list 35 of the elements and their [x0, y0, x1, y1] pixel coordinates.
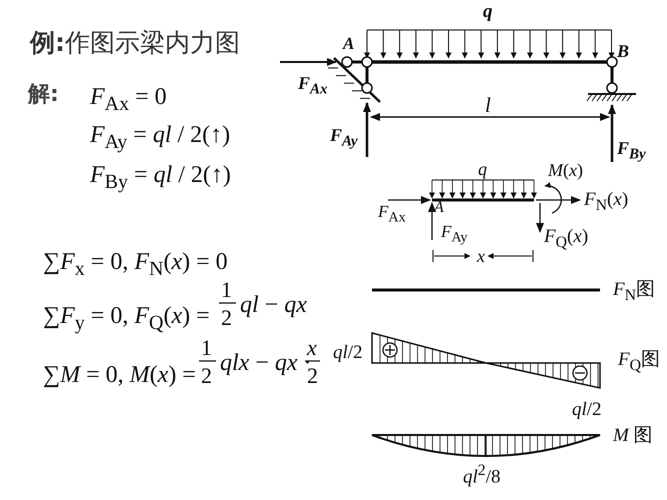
- point-label: B: [617, 42, 630, 60]
- diagram-label: F$_{N}$图: [613, 280, 656, 304]
- solution-label: 解:: [28, 84, 59, 106]
- value-label: ql/2: [333, 343, 363, 362]
- diagram-label: M 图: [613, 426, 653, 445]
- load-label: q: [478, 160, 487, 178]
- formula: F$_{Ax}$ = 0: [90, 85, 167, 114]
- force-label: F$_{Ay}$: [330, 126, 358, 150]
- title: 例:作图示梁内力图: [30, 30, 240, 55]
- formula: 2: [307, 365, 318, 387]
- force-label: F$_{Ay}$: [441, 223, 468, 245]
- formula: x: [307, 337, 317, 359]
- diagram-label: F$_{Q}$图: [618, 350, 660, 374]
- dimension-label: l: [485, 95, 491, 116]
- value-label: ql/2: [572, 400, 602, 419]
- formula: 2: [221, 307, 232, 329]
- formula: F$_{By}$ = ql / 2(↑): [90, 163, 231, 192]
- formula: ∑F$_{x}$ = 0, F$_{N}$(x) = 0: [43, 250, 228, 279]
- force-label: F$_{By}$: [617, 139, 646, 163]
- load-label: q: [483, 2, 492, 21]
- point-label: A: [343, 35, 354, 52]
- force-label: F$_{Q}$(x): [544, 227, 588, 251]
- force-label: F$_{Ax}$: [298, 74, 328, 98]
- formula: ∑F$_{y}$ = 0, F$_{Q}$(x) =: [43, 304, 210, 333]
- formula: 1: [221, 279, 232, 301]
- formula: ql − qx: [240, 293, 307, 317]
- formula: 1: [201, 337, 212, 359]
- moment-label: M(x): [548, 161, 583, 179]
- formula: F$_{Ay}$ = ql / 2(↑): [90, 123, 230, 152]
- value-label: ql$^{2}$/8: [463, 463, 500, 486]
- force-label: F$_{N}$(x): [584, 190, 628, 214]
- formula: 2: [201, 365, 212, 387]
- force-label: F$_{Ax}$: [378, 203, 406, 225]
- formula: ∑M = 0, M(x) =: [43, 363, 196, 387]
- dimension-label: x: [477, 247, 485, 265]
